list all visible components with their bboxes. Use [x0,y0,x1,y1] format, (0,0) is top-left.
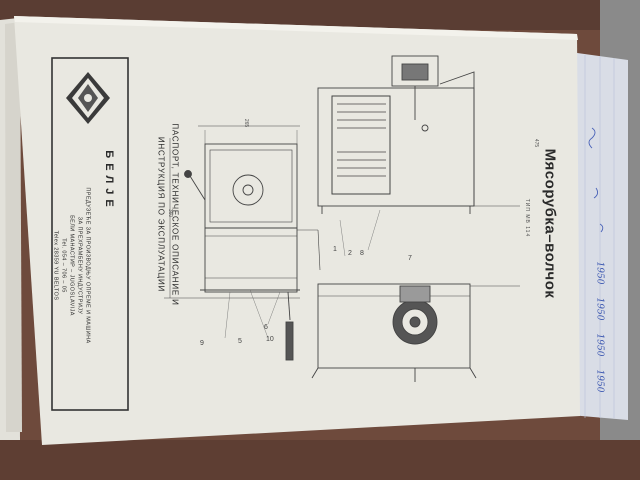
front-view-drawing [311,283,520,382]
model-label: ТИП МВ 114 [524,198,530,238]
handwriting-2: 1950 [594,297,605,321]
part-number-8: 8 [360,250,364,257]
handwriting-1: 1950 [594,261,605,285]
company-frame [51,57,129,411]
handwritten-marks [588,127,604,233]
part-number-1: 1 [333,246,337,253]
company-line-4: Tel. 054 – 706 – 05 [60,238,67,293]
document-title: Мясорубка–волчок [541,148,559,299]
leader-lines [224,209,381,339]
part-number-5: 5 [238,338,242,345]
part-number-7: 7 [408,255,412,262]
part-number-2: 2 [348,250,352,257]
dimension-height: 360 [167,208,173,218]
company-logo-icon [66,72,110,124]
side-view-drawing [317,55,520,214]
handwriting-4: 1950 [594,369,605,393]
company-line-2: ЗА ПРЕХРАМБЕНУ ИНДУСТРИЈУ [76,216,83,315]
company-name: БЕЛЈЕ [103,150,115,212]
part-number-6: 6 [264,324,268,331]
company-line-5: Telex 28359 YU BELTOS [52,230,59,301]
top-view-drawing [164,125,321,361]
table-bottom-edge [0,440,640,480]
passport-line-2: ИНСТРУКЦИЯ ПО ЭКСПЛУАТАЦИИ [156,136,166,293]
part-number-9: 9 [200,340,204,347]
part-number-10: 10 [266,336,274,343]
notes-sheet [570,52,628,420]
company-line-3: БЕЛИ МАНАСТИР – JUGOSLAVIJA [68,215,75,316]
dimension-depth: 475 [533,138,539,148]
handwriting-3: 1950 [594,333,605,357]
company-line-1: ПРЕДУЗЕЋЕ ЗА ПРОИЗВОДЊУ ОПРЕМЕ И МАШИНА [84,187,91,344]
dimension-width: 265 [243,118,249,128]
